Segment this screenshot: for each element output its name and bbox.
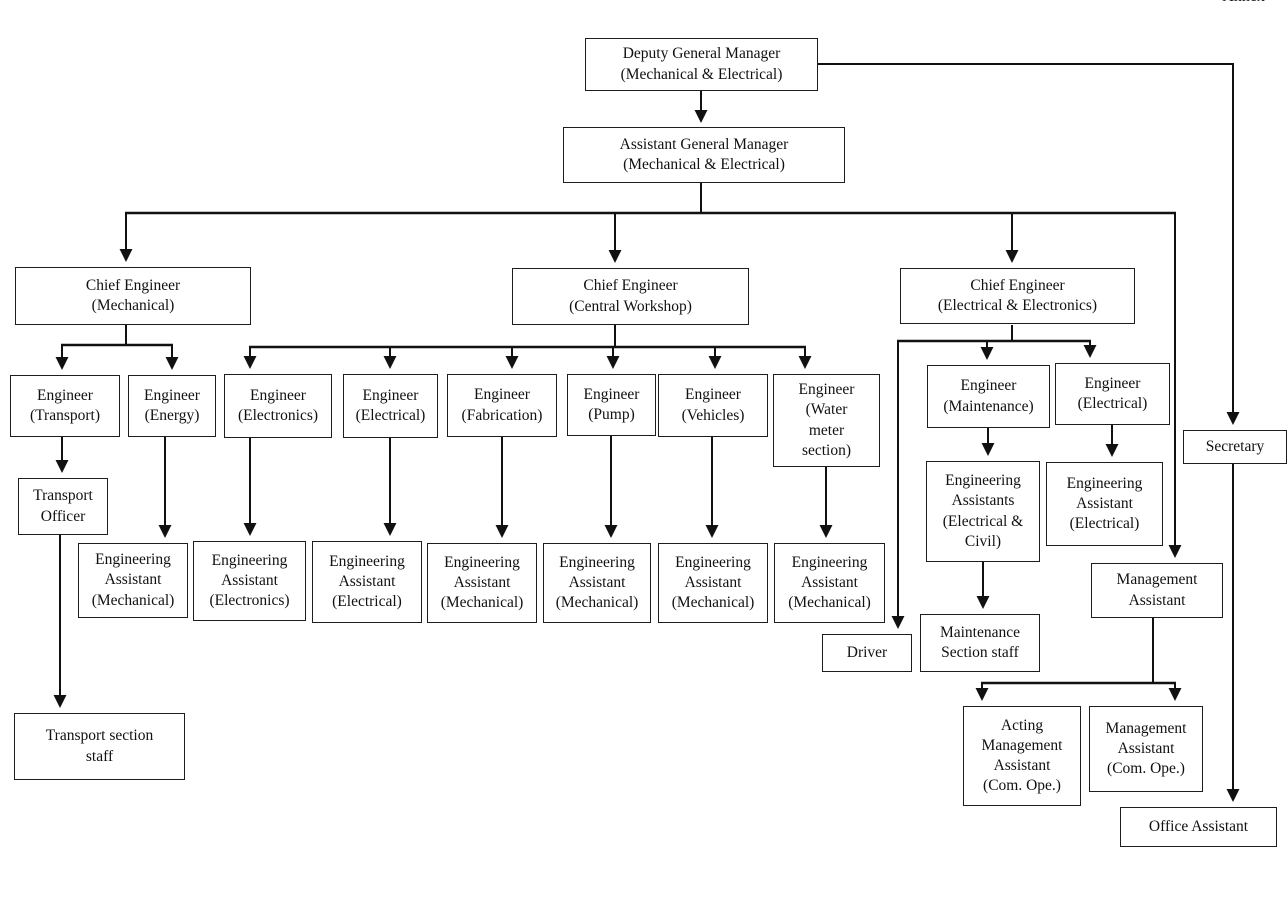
node-engineer-electrical-ee: Engineer (Electrical) [1055, 363, 1170, 425]
node-engineering-assistant-mechanical-energy: Engineering Assistant (Mechanical) [78, 543, 188, 618]
node-engineer-electrical: Engineer (Electrical) [343, 374, 438, 438]
node-chief-engineer-electrical-electronics: Chief Engineer (Electrical & Electronics… [900, 268, 1135, 324]
node-engineering-assistant-electrical-ee: Engineering Assistant (Electrical) [1046, 462, 1163, 546]
node-engineering-assistant-electronics: Engineering Assistant (Electronics) [193, 541, 306, 621]
node-engineer-transport: Engineer (Transport) [10, 375, 120, 437]
node-engineering-assistant-mechanical-vehicles: Engineering Assistant (Mechanical) [658, 543, 768, 623]
node-chief-engineer-mechanical: Chief Engineer (Mechanical) [15, 267, 251, 325]
node-engineer-maintenance: Engineer (Maintenance) [927, 365, 1050, 428]
node-engineering-assistant-mechanical-pump: Engineering Assistant (Mechanical) [543, 543, 651, 623]
node-transport-officer: Transport Officer [18, 478, 108, 535]
corner-note: Annex [1222, 0, 1265, 6]
node-engineer-water-meter-section: Engineer (Water meter section) [773, 374, 880, 467]
node-engineering-assistant-electrical-cw: Engineering Assistant (Electrical) [312, 541, 422, 623]
node-acting-management-assistant-com-ope: Acting Management Assistant (Com. Ope.) [963, 706, 1081, 806]
node-engineering-assistant-mechanical-water-meter: Engineering Assistant (Mechanical) [774, 543, 885, 623]
node-deputy-general-manager: Deputy General Manager (Mechanical & Ele… [585, 38, 818, 91]
node-driver: Driver [822, 634, 912, 672]
node-engineer-pump: Engineer (Pump) [567, 374, 656, 436]
node-transport-section-staff: Transport section staff [14, 713, 185, 780]
node-engineer-vehicles: Engineer (Vehicles) [658, 374, 768, 437]
node-office-assistant: Office Assistant [1120, 807, 1277, 847]
node-engineer-fabrication: Engineer (Fabrication) [447, 374, 557, 437]
node-engineer-electronics: Engineer (Electronics) [224, 374, 332, 438]
node-assistant-general-manager: Assistant General Manager (Mechanical & … [563, 127, 845, 183]
node-management-assistant-com-ope: Management Assistant (Com. Ope.) [1089, 706, 1203, 792]
node-chief-engineer-central-workshop: Chief Engineer (Central Workshop) [512, 268, 749, 325]
node-engineer-energy: Engineer (Energy) [128, 375, 216, 437]
node-maintenance-section-staff: Maintenance Section staff [920, 614, 1040, 672]
node-secretary: Secretary [1183, 430, 1287, 464]
node-engineering-assistants-electrical-civil: Engineering Assistants (Electrical & Civ… [926, 461, 1040, 562]
node-management-assistant: Management Assistant [1091, 563, 1223, 618]
node-engineering-assistant-mechanical-fabrication: Engineering Assistant (Mechanical) [427, 543, 537, 623]
